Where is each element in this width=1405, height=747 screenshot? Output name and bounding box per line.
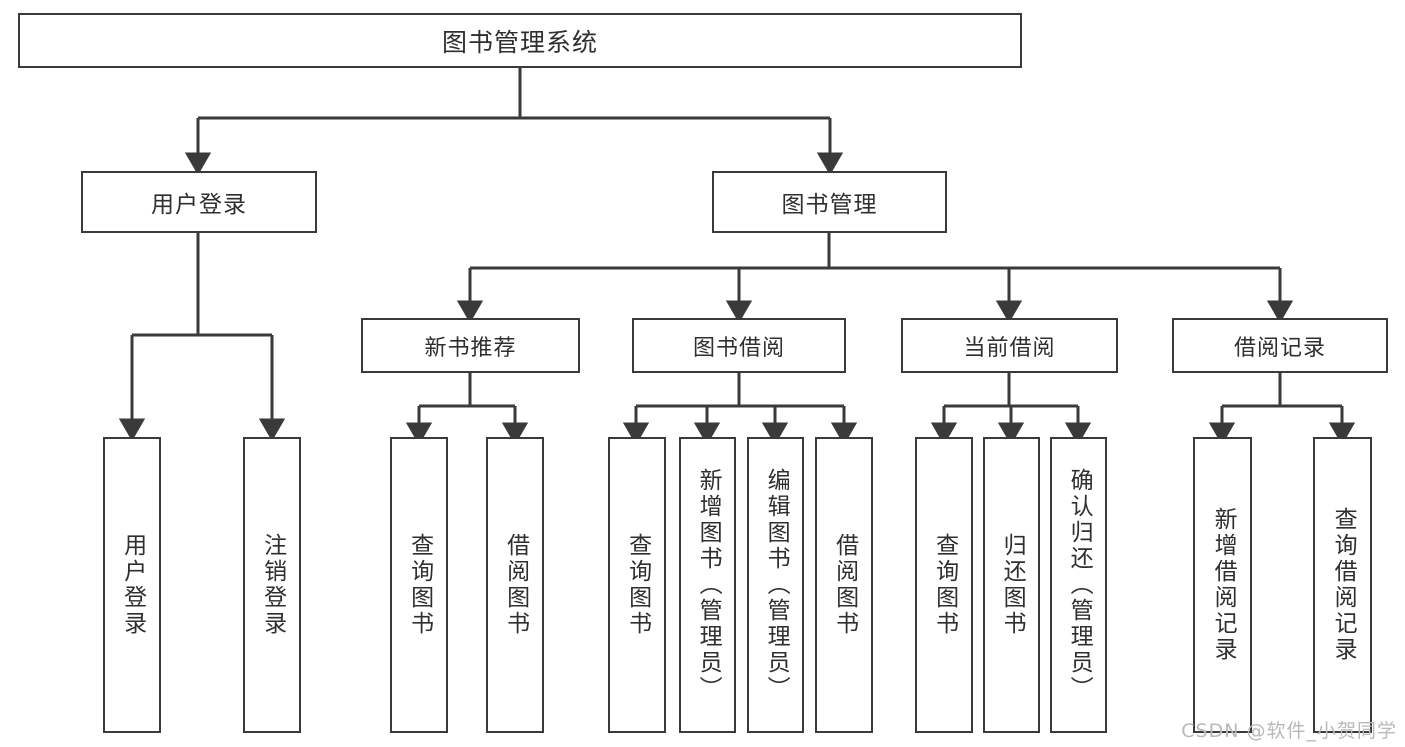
node-label: 新书推荐 — [424, 335, 517, 361]
node-label: 用户登录 — [151, 192, 247, 218]
node-label: 编辑图书（管理员） — [763, 468, 790, 702]
node-book-management[interactable]: 图书管理 — [712, 171, 947, 233]
node-label: 新增借阅记录 — [1210, 507, 1237, 663]
node-label: 图书管理系统 — [441, 27, 598, 57]
csdn-watermark: CSDN @软件_小贺同学 — [1181, 720, 1397, 742]
node-leaf-add-book-admin[interactable]: 新增图书（管理员） — [679, 437, 736, 733]
node-leaf-borrow-book[interactable]: 借阅图书 — [815, 437, 873, 733]
node-leaf-borrow-book-new[interactable]: 借阅图书 — [486, 437, 544, 733]
node-leaf-query-book-new[interactable]: 查询图书 — [390, 437, 448, 733]
node-leaf-add-borrow-record[interactable]: 新增借阅记录 — [1193, 437, 1252, 733]
node-label: 查询借阅记录 — [1330, 507, 1357, 663]
node-label: 查询图书 — [624, 533, 651, 637]
node-leaf-return-book[interactable]: 归还图书 — [983, 437, 1040, 733]
node-label: 图书管理 — [781, 192, 878, 218]
node-label: 查询图书 — [406, 533, 433, 637]
node-new-book-recommend[interactable]: 新书推荐 — [361, 318, 580, 373]
node-label: 借阅图书 — [502, 533, 529, 637]
node-leaf-query-book-current[interactable]: 查询图书 — [915, 437, 973, 733]
node-leaf-confirm-return-admin[interactable]: 确认归还（管理员） — [1050, 437, 1107, 733]
node-label: 确认归还（管理员） — [1066, 468, 1093, 702]
node-leaf-user-login[interactable]: 用户登录 — [103, 437, 161, 733]
node-label: 借阅图书 — [831, 533, 858, 637]
node-leaf-logout[interactable]: 注销登录 — [243, 437, 301, 733]
node-label: 新增图书（管理员） — [695, 468, 722, 702]
node-borrow-record[interactable]: 借阅记录 — [1172, 318, 1388, 373]
node-label: 查询图书 — [931, 533, 958, 637]
node-leaf-query-borrow-record[interactable]: 查询借阅记录 — [1313, 437, 1372, 733]
node-label: 注销登录 — [259, 533, 286, 637]
node-label: 借阅记录 — [1233, 335, 1326, 361]
node-book-borrow[interactable]: 图书借阅 — [632, 318, 846, 373]
node-label: 图书借阅 — [692, 335, 785, 361]
node-leaf-query-book-borrow[interactable]: 查询图书 — [608, 437, 666, 733]
node-label: 当前借阅 — [963, 335, 1056, 361]
node-label: 归还图书 — [999, 533, 1026, 637]
node-current-borrow[interactable]: 当前借阅 — [901, 318, 1118, 373]
node-root-book-management-system[interactable]: 图书管理系统 — [18, 13, 1022, 68]
node-label: 用户登录 — [119, 533, 146, 637]
node-leaf-edit-book-admin[interactable]: 编辑图书（管理员） — [747, 437, 804, 733]
node-user-login[interactable]: 用户登录 — [81, 171, 317, 233]
